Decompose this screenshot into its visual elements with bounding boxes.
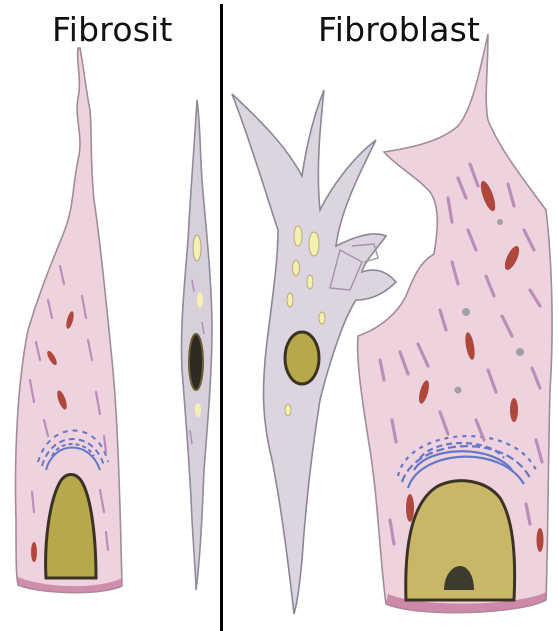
fibroblast-active-cell [358,34,552,613]
stellate-nucleus [285,332,319,384]
spindle-nucleus [189,334,203,390]
fibrocyte-spindle-cell [181,100,212,590]
fibrocyte-elongated-cell [16,48,123,593]
